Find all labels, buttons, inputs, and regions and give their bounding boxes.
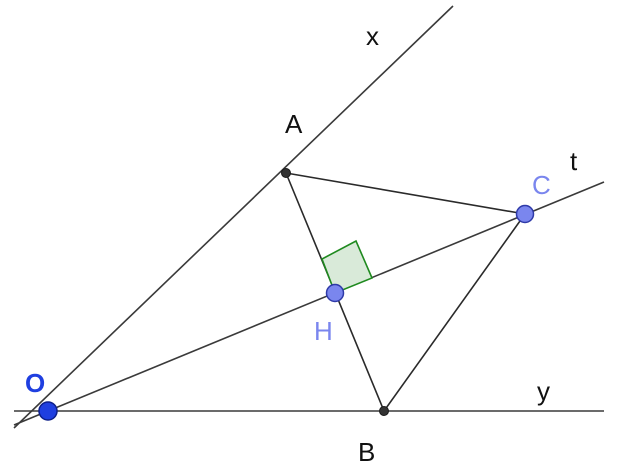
label-h: H xyxy=(314,316,333,346)
ray-ox xyxy=(13,5,454,429)
point-o xyxy=(38,401,58,421)
label-a: A xyxy=(285,109,303,139)
right-angle-marker xyxy=(320,239,374,295)
label-t: t xyxy=(570,146,578,176)
label-c: C xyxy=(532,170,551,200)
label-y: y xyxy=(537,376,550,406)
segment-cb xyxy=(383,213,526,412)
label-x: x xyxy=(366,21,379,51)
point-h xyxy=(325,283,345,303)
point-c xyxy=(515,204,535,224)
label-b: B xyxy=(358,437,375,467)
ray-ot xyxy=(13,181,605,426)
segment-ac xyxy=(285,172,526,215)
label-o: O xyxy=(25,368,45,398)
point-b xyxy=(379,406,389,416)
point-a xyxy=(281,168,291,178)
